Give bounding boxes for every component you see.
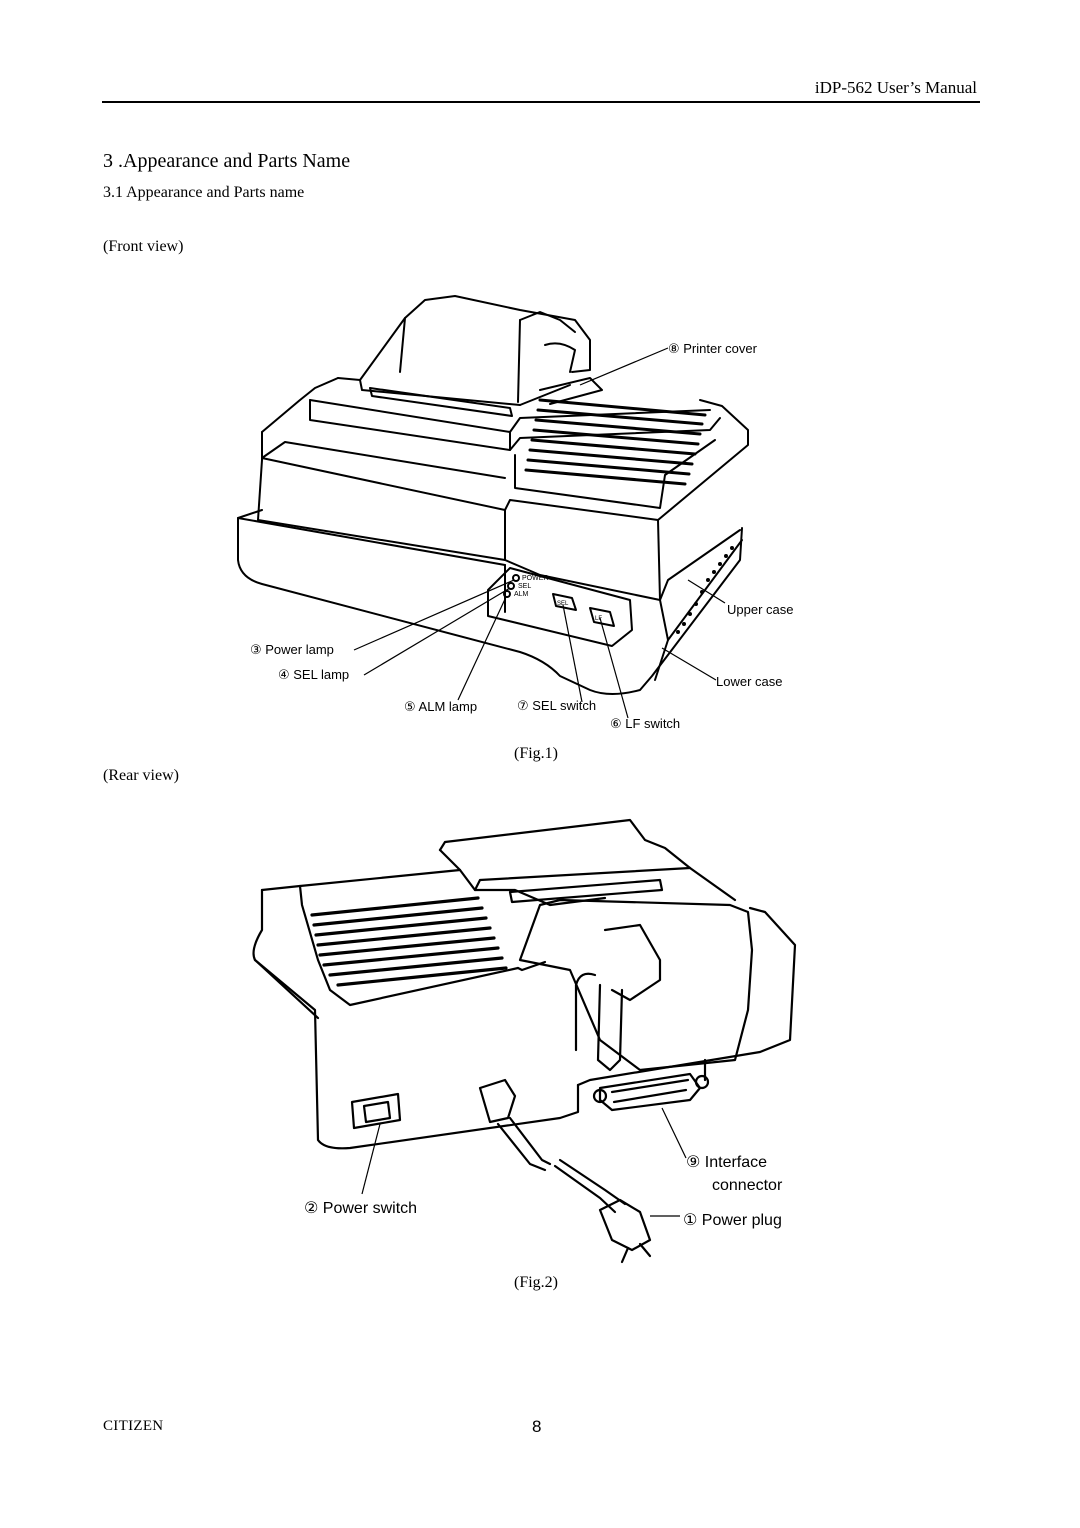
panel-alm-text: ALM <box>514 591 529 598</box>
fig1-caption: (Fig.1) <box>514 745 558 762</box>
section-subtitle: 3.1 Appearance and Parts name <box>103 184 305 201</box>
fig2-caption: (Fig.2) <box>514 1274 558 1291</box>
callout-upper-case: Upper case <box>727 602 793 617</box>
header-title: iDP-562 User’s Manual <box>814 78 977 97</box>
header-rule <box>102 101 980 103</box>
callout-interface-connector-line2: connector <box>712 1177 783 1194</box>
callout-sel-lamp: ④ SEL lamp <box>278 667 349 682</box>
panel-lf-key-text: LF <box>595 616 602 622</box>
panel-sel-text: SEL <box>518 583 531 590</box>
callout-alm-lamp: ⑤ ALM lamp <box>404 699 477 714</box>
callout-power-switch: ② Power switch <box>304 1200 417 1217</box>
callout-power-lamp: ③ Power lamp <box>250 642 334 657</box>
panel-sel-key-text: SEL <box>557 601 569 607</box>
callout-lower-case: Lower case <box>716 674 782 689</box>
callout-lf-switch: ⑥ LF switch <box>610 716 680 731</box>
footer-brand: CITIZEN <box>103 1418 164 1434</box>
rear-view-label: (Rear view) <box>103 767 179 784</box>
section-title: 3 .Appearance and Parts Name <box>103 150 351 172</box>
callout-power-plug: ① Power plug <box>683 1212 782 1229</box>
front-view-label: (Front view) <box>103 238 184 255</box>
panel-power-text: POWER <box>522 575 548 582</box>
callout-interface-connector-line1: ⑨ Interface <box>686 1154 767 1171</box>
callout-printer-cover: ⑧ Printer cover <box>668 341 758 356</box>
callout-sel-switch: ⑦ SEL switch <box>517 698 596 713</box>
page-number: 8 <box>532 1417 542 1436</box>
